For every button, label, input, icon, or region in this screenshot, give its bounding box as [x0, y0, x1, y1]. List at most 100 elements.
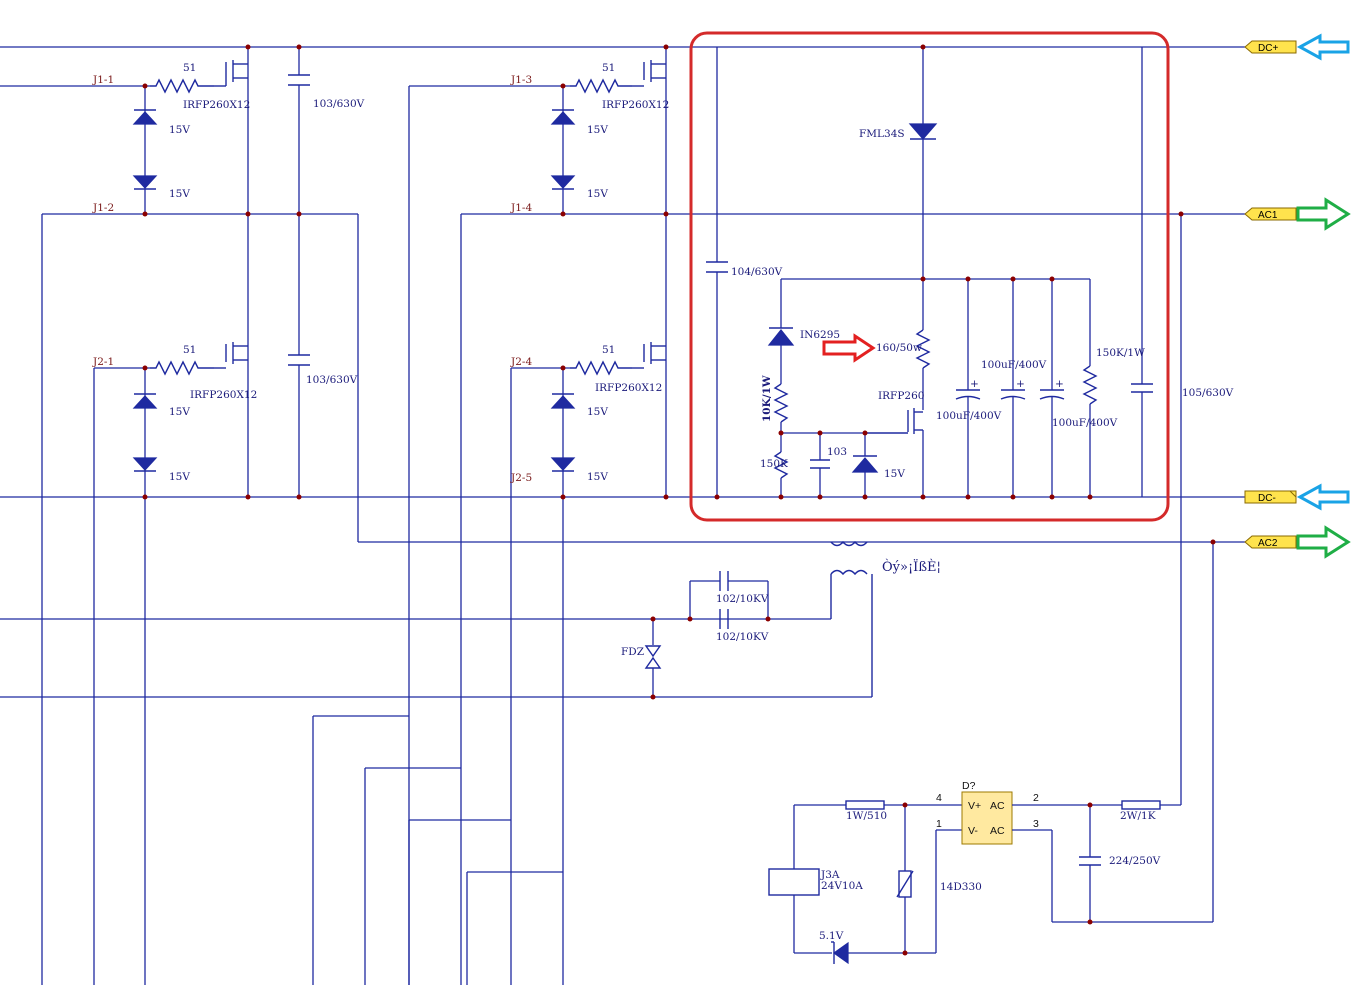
cap-label: 102/10KV [716, 593, 769, 605]
cap-label: 105/630V [1182, 387, 1234, 399]
bridge-pin: 4 [936, 792, 942, 804]
mosfet-bank-label: IRFP260X12 [602, 99, 669, 111]
svg-text:+: + [970, 378, 979, 390]
gate-resistor-label: 51 [183, 344, 196, 356]
mosfet-symbol [214, 60, 248, 87]
resistor-symbol [773, 383, 789, 423]
cap-label: 100uF/400V [1052, 417, 1118, 429]
zener-label: 15V [169, 406, 190, 418]
cap-label: 103 [827, 446, 847, 458]
bridge-pin: 2 [1033, 792, 1039, 804]
zener-diode-symbol [550, 109, 576, 125]
left-mosfet-column [132, 47, 310, 497]
zener-label: 15V [587, 471, 608, 483]
relay-label: J3A [820, 869, 840, 881]
arrow-icon [1296, 483, 1350, 511]
svg-text:+: + [1016, 378, 1025, 390]
port-dc-minus-label: DC- [1258, 493, 1276, 504]
relay-value: 24V10A [821, 880, 863, 892]
zener-diode-symbol [132, 457, 158, 472]
arrow-icon [1296, 197, 1351, 231]
cap-label: 104/630V [731, 266, 783, 278]
cap-label: 103/630V [306, 374, 358, 386]
connector-j1-4: J1-4 [510, 202, 532, 214]
connector-j1-2: J1-2 [92, 202, 114, 214]
zener-diode-symbol [132, 175, 158, 190]
cap-label: 100uF/400V [936, 410, 1002, 422]
port-ac1-label: AC1 [1258, 210, 1278, 221]
bridge-ac-top: AC [990, 800, 1005, 812]
transformer-label: Òý»¡ÏßÈ¦ [882, 558, 941, 575]
resistor-symbol [150, 78, 214, 94]
gate-resistor-label: 51 [602, 62, 615, 74]
zener-label: 15V [587, 188, 608, 200]
resistor-symbol [915, 329, 931, 369]
snubber-section: + + + [706, 47, 1214, 922]
mosfet-label: IRFP260 [878, 390, 924, 402]
resistor-symbol [570, 360, 632, 376]
cap-label: 224/250V [1109, 855, 1161, 867]
mosfet-symbol [632, 342, 666, 369]
mosfet-symbol [632, 60, 666, 87]
connector-j1-3: J1-3 [510, 74, 532, 86]
mosfet-symbol [865, 408, 923, 434]
zener-label: 15V [169, 124, 190, 136]
diode-label: FML34S [859, 128, 905, 140]
bridge-ref: D? [962, 780, 976, 792]
port-dc-plus: DC+ [1244, 40, 1297, 54]
connector-j2-5: J2-5 [510, 472, 532, 484]
cap-label: 103/630V [313, 98, 365, 110]
zener-label: 15V [169, 471, 190, 483]
port-ac1: AC1 [1244, 207, 1297, 221]
cap-label: 100uF/400V [981, 359, 1047, 371]
bridge-rectifier [961, 791, 1013, 845]
port-dc-minus: DC- [1244, 490, 1297, 504]
resistor-label: 160/50w [876, 342, 922, 354]
gate-resistor-label: 51 [183, 62, 196, 74]
electrolytic-capacitor-symbol: + [1000, 279, 1026, 497]
cap-label: 102/10KV [716, 631, 769, 643]
electrolytic-capacitor-symbol: + [955, 279, 981, 497]
mosfet-bank-label: IRFP260X12 [190, 389, 257, 401]
connector-j2-1: J2-1 [92, 356, 114, 368]
fdz-symbol [644, 645, 662, 669]
electrolytic-capacitor-symbol: + [1039, 279, 1065, 497]
resistor-label: 150K [760, 458, 788, 470]
relay-section [768, 791, 1213, 965]
in6295-diode-symbol [767, 327, 795, 346]
zener-diode-symbol [831, 941, 849, 965]
port-ac2: AC2 [1244, 535, 1297, 549]
zener-label: 15V [587, 124, 608, 136]
resistor-label: 2W/1K [1120, 810, 1156, 822]
highlight-box [689, 31, 1170, 522]
bridge-pin: 1 [936, 818, 942, 830]
zener-diode-symbol [851, 455, 879, 473]
resistor-symbol [570, 78, 632, 94]
labels: J1-1 J1-2 J2-1 J1-3 J1-4 J2-4 J2-5 51 51… [92, 62, 1234, 942]
zener-label: 15V [587, 406, 608, 418]
port-dc-plus-label: DC+ [1258, 43, 1278, 54]
resistor-label: 10K/1W [761, 375, 773, 422]
connector-j1-1: J1-1 [92, 74, 114, 86]
arrow-icon [822, 333, 876, 363]
arrow-icon [1296, 525, 1351, 559]
zener-label: 15V [169, 188, 190, 200]
relay-coil [768, 868, 820, 896]
zener-diode-symbol [550, 457, 576, 472]
resistor-label: 1W/510 [846, 810, 887, 822]
zener-diode-symbol [132, 109, 158, 125]
resistor-symbol [1082, 365, 1098, 405]
bridge-ac-bottom: AC [990, 825, 1005, 837]
transformer-symbol [830, 540, 873, 697]
arrow-icon [1296, 33, 1350, 61]
diode-label: IN6295 [800, 329, 840, 341]
bridge-vplus: V+ [968, 800, 981, 812]
mosfet-bank-label: IRFP260X12 [595, 382, 662, 394]
mosfet-symbol [214, 342, 248, 369]
fdz-label: FDZ [621, 646, 644, 658]
junction-dots [142, 44, 1216, 956]
gate-resistor-label: 51 [602, 344, 615, 356]
zener-label: 5.1V [819, 930, 844, 942]
zener-diode-symbol [550, 175, 576, 190]
